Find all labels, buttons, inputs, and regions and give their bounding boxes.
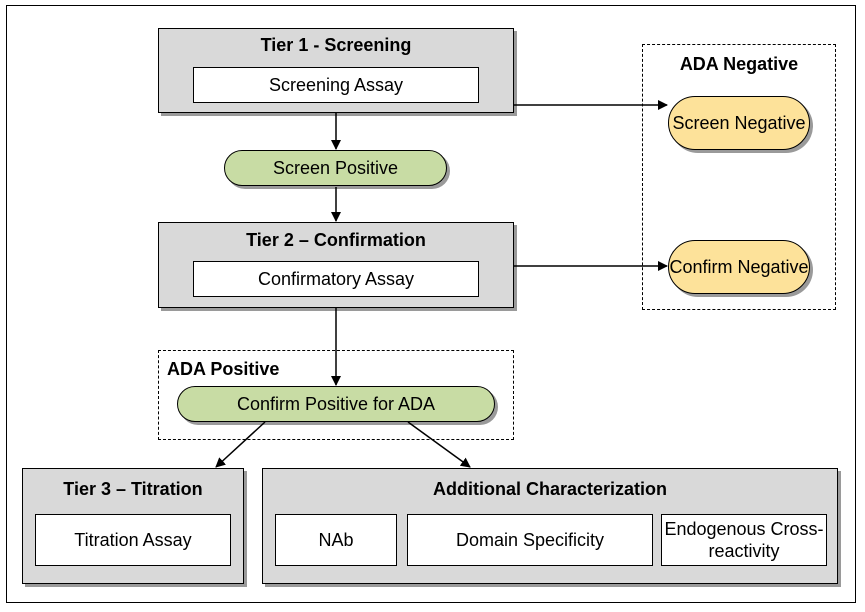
additional-characterization-box: Additional Characterization NAb Domain S… [262, 468, 838, 584]
confirm-negative-pill: Confirm Negative [668, 240, 810, 294]
titration-assay-box: Titration Assay [35, 514, 231, 566]
domain-specificity-box: Domain Specificity [407, 514, 653, 566]
tier2-title: Tier 2 – Confirmation [246, 230, 426, 250]
screening-assay-box: Screening Assay [193, 67, 479, 103]
confirm-positive-pill: Confirm Positive for ADA [177, 386, 495, 422]
tier1-box: Tier 1 - Screening Screening Assay [158, 28, 514, 113]
diagram-frame [6, 5, 856, 603]
ada-negative-title: ADA Negative [679, 54, 799, 74]
ada-positive-title: ADA Positive [167, 359, 280, 379]
arrow-confirm-positive-to-additional [407, 421, 471, 468]
ada-negative-region: ADA Negative [642, 44, 836, 310]
tier2-box: Tier 2 – Confirmation Confirmatory Assay [158, 222, 514, 308]
tier3-box: Tier 3 – Titration Titration Assay [22, 468, 244, 584]
tier1-title: Tier 1 - Screening [260, 35, 412, 55]
screen-positive-pill: Screen Positive [224, 150, 447, 186]
arrow-confirm-positive-to-tier3 [215, 421, 266, 468]
endogenous-cross-reactivity-box: Endogenous Cross-reactivity [661, 514, 827, 566]
tier3-title: Tier 3 – Titration [63, 479, 203, 499]
nab-box: NAb [275, 514, 397, 566]
screen-negative-pill: Screen Negative [668, 96, 810, 150]
additional-characterization-title: Additional Characterization [432, 479, 668, 499]
confirmatory-assay-box: Confirmatory Assay [193, 261, 479, 297]
